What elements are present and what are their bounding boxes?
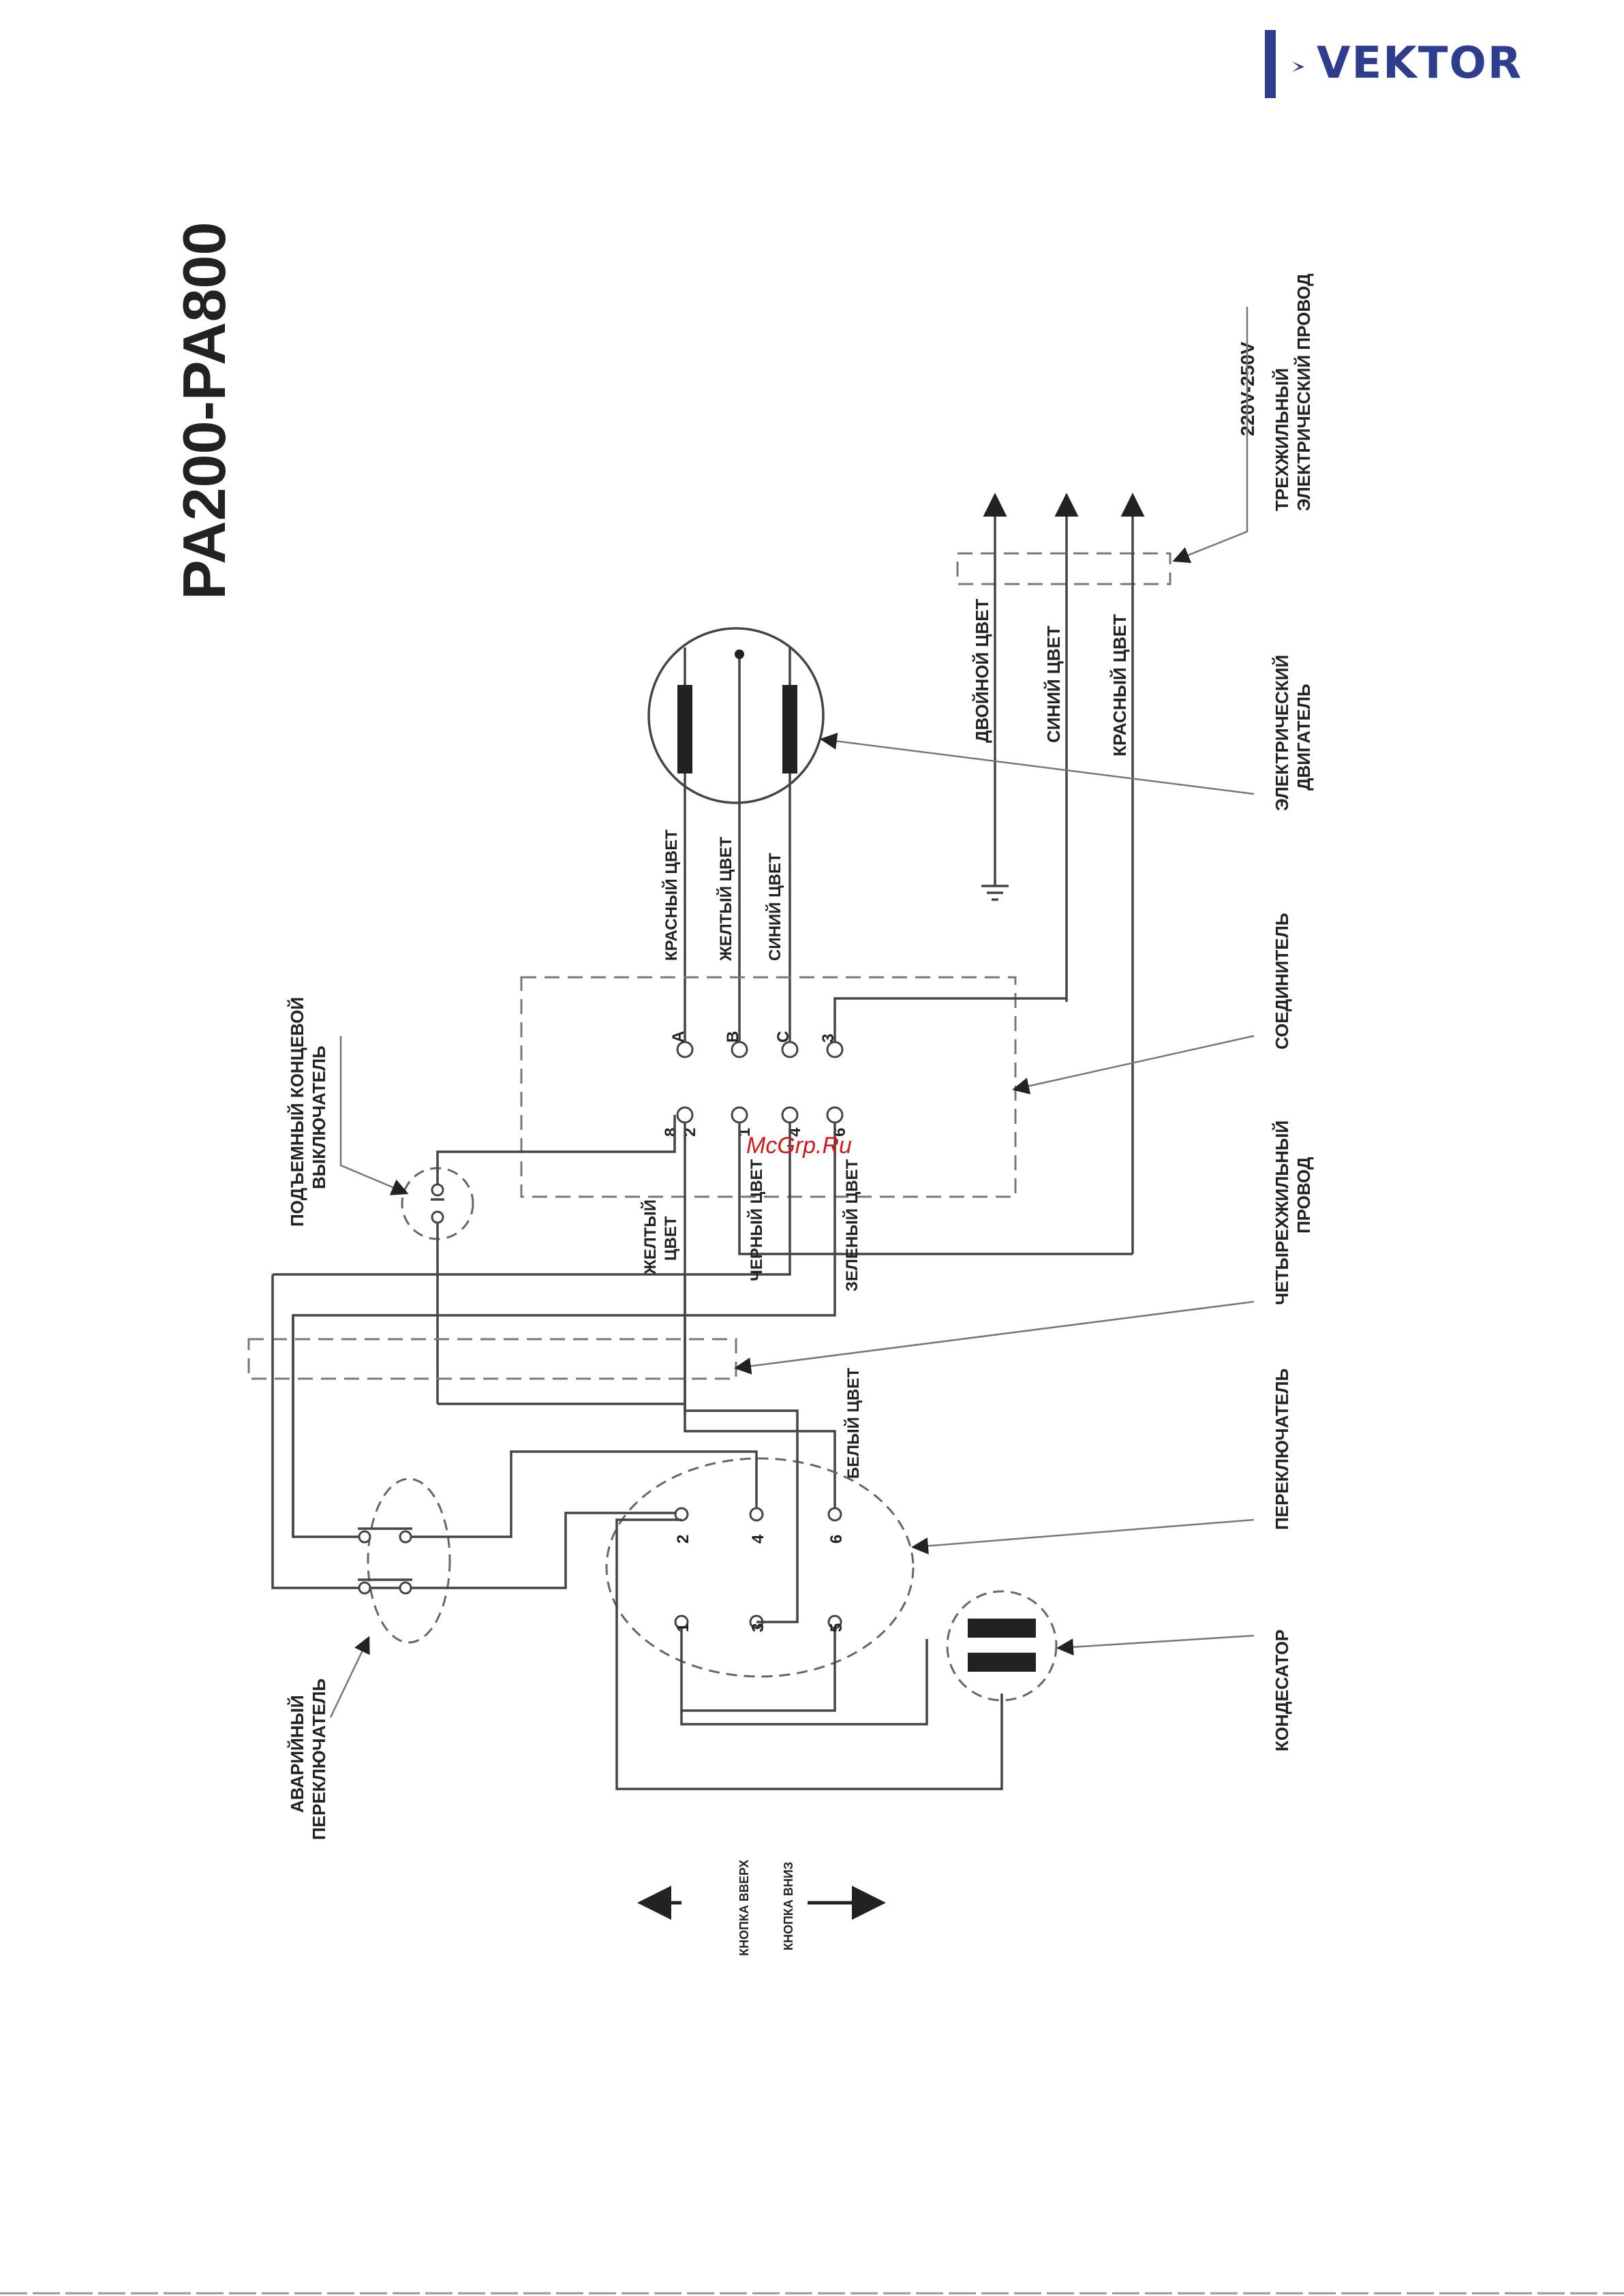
connector-label: СОЕДИНИТЕЛЬ	[1272, 913, 1292, 1050]
lift-limit-switch	[401, 1115, 676, 1404]
motor-wire-blue-label: СИНИЙ ЦВЕТ	[765, 853, 784, 961]
connector-terminals-bottom	[676, 1106, 844, 1124]
wire-label-white: БЕЛЫЙ ЦВЕТ	[844, 1368, 863, 1479]
brand-name: VEKTOR	[1317, 38, 1523, 89]
capacitor-leader	[1056, 1634, 1255, 1656]
button-up-label: КНОПКА ВВЕРХ	[737, 1860, 751, 1956]
switch-terminal-6: 6	[827, 1535, 846, 1544]
brand-logo	[1261, 27, 1506, 102]
wire-blue-to-terminal3	[833, 997, 1067, 1043]
ground-icon	[981, 879, 1009, 901]
vektor-logo-icon	[1265, 30, 1304, 98]
emergency-leader	[329, 1636, 370, 1718]
switch-terminal-5: 5	[827, 1623, 846, 1632]
three-wire-cable-box	[956, 552, 1171, 585]
motor-leader	[820, 733, 1255, 795]
limit-switch-label-2: ВЫКЛЮЧАТЕЛЬ	[309, 1045, 329, 1189]
main-switch	[605, 1409, 1003, 1790]
diagram-title: PA200-PA800	[170, 222, 238, 600]
terminal-3: 3	[819, 1034, 838, 1043]
emergency-switch-label-1: АВАРИЙНЫЙ	[287, 1695, 307, 1813]
wire-label-black: ЧЕРНЫЙ ЦВЕТ	[747, 1159, 766, 1281]
wire-label-red: КРАСНЫЙ ЦВЕТ	[1109, 614, 1130, 756]
wire-black	[738, 1122, 1133, 1255]
wire-label-blue: СИНИЙ ЦВЕТ	[1043, 626, 1064, 743]
terminal-A: A	[669, 1031, 688, 1043]
motor-label-1: ЭЛЕКТРИЧЕСКИЙ	[1272, 655, 1292, 811]
capacitor	[946, 1590, 1058, 1702]
wire-label-yellow-b: ЦВЕТ	[662, 1216, 680, 1261]
four-wire-cable-label-1: ЧЕТЫРЕХЖИЛЬНЫЙ	[1272, 1120, 1292, 1305]
wire-white	[684, 1404, 836, 1520]
wire-label-yellow-a: ЖЕЛТЫЙ	[641, 1199, 660, 1275]
motor-label-2: ДВИГАТЕЛЬ	[1293, 684, 1314, 791]
wire-label-green: ЗЕЛЕНЫЙ ЦВЕТ	[842, 1159, 861, 1291]
switch-terminal-2: 2	[674, 1535, 692, 1544]
switch-leader	[911, 1518, 1255, 1555]
limit-switch-label-1: ПОДЪЕМНЫЙ КОНЦЕВОЙ	[287, 997, 307, 1227]
terminal-2: 2	[681, 1128, 699, 1137]
motor-wire-yellow-label: ЖЕЛТЫЙ ЦВЕТ	[716, 837, 735, 962]
switch-terminal-3: 3	[749, 1623, 767, 1632]
wire-blue-4	[436, 1122, 791, 1276]
motor-wire-red-label: КРАСНЫЙ ЦВЕТ	[662, 829, 681, 961]
emergency-switch	[358, 1450, 758, 1644]
terminal-C: C	[774, 1031, 793, 1043]
connector-leader	[1012, 1035, 1255, 1095]
capacitor-label: КОНДЕСАТОР	[1272, 1629, 1292, 1751]
terminal-B: B	[724, 1031, 742, 1043]
four-wire-cable-box	[247, 1338, 737, 1380]
electric-motor	[647, 627, 825, 1043]
four-wire-cable-label-2: ПРОВОД	[1293, 1157, 1314, 1234]
three-wire-cable-label-1: ТРЕХЖИЛЬНЫЙ	[1272, 368, 1292, 511]
switch-label: ПЕРЕКЛЮЧАТЕЛЬ	[1272, 1368, 1292, 1530]
switch-terminal-1: 1	[674, 1623, 692, 1632]
four-wire-leader	[734, 1300, 1255, 1375]
three-wire-cable-label-2: ЭЛЕКТРИЧЕСКИЙ ПРОВОД	[1293, 273, 1314, 511]
wire-label-double: ДВОЙНОЙ ЦВЕТ	[972, 598, 992, 743]
switch-terminal-4: 4	[749, 1534, 767, 1544]
limit-switch-leader	[339, 1036, 409, 1195]
button-down-label: КНОПКА ВНИЗ	[782, 1862, 795, 1950]
connector-terminals-top	[676, 1041, 844, 1058]
connector-box	[520, 976, 1017, 1198]
watermark: McGrp.Ru	[746, 1133, 852, 1159]
terminal-8: 8	[662, 1128, 680, 1137]
emergency-switch-label-2: ПЕРЕКЛЮЧАТЕЛЬ	[309, 1679, 329, 1840]
